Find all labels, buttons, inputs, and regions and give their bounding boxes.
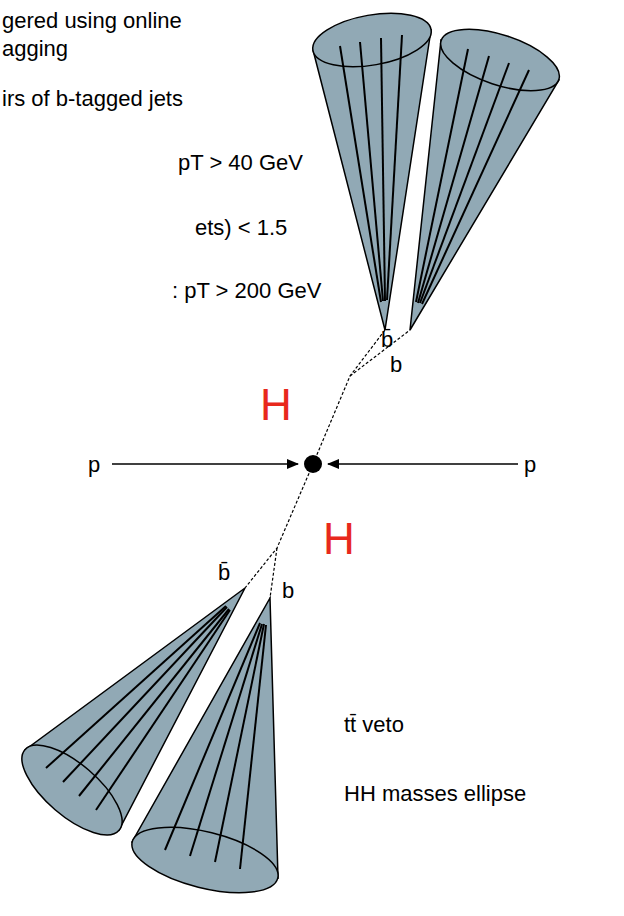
bullet-text: ets) < 1.5 bbox=[195, 215, 287, 240]
quark-label: b bbox=[390, 352, 402, 377]
higgs-label: H bbox=[323, 514, 355, 565]
beam-arrow bbox=[328, 463, 518, 465]
jet-cones bbox=[8, 5, 567, 905]
bullet-text: irs of b-tagged jets bbox=[2, 86, 183, 111]
beam-arrow bbox=[112, 463, 298, 465]
quark-label: b̄ bbox=[218, 560, 230, 585]
quark-label: b̄ bbox=[381, 327, 393, 352]
higgs-label: H bbox=[260, 380, 292, 431]
proton-label: p bbox=[88, 452, 100, 477]
bullet-text: : pT > 200 GeV bbox=[172, 278, 321, 303]
jet-tracks bbox=[46, 35, 529, 869]
bullet-text: pT > 40 GeV bbox=[178, 150, 303, 175]
cut-text: HH masses ellipse bbox=[344, 781, 526, 806]
bullet-text: agging bbox=[2, 36, 68, 61]
cut-text: tt̄ veto bbox=[344, 712, 404, 737]
bullet-text: gered using online bbox=[2, 8, 182, 33]
decay-lines bbox=[245, 330, 410, 598]
proton-label: p bbox=[524, 452, 536, 477]
quark-label: b bbox=[282, 578, 294, 603]
